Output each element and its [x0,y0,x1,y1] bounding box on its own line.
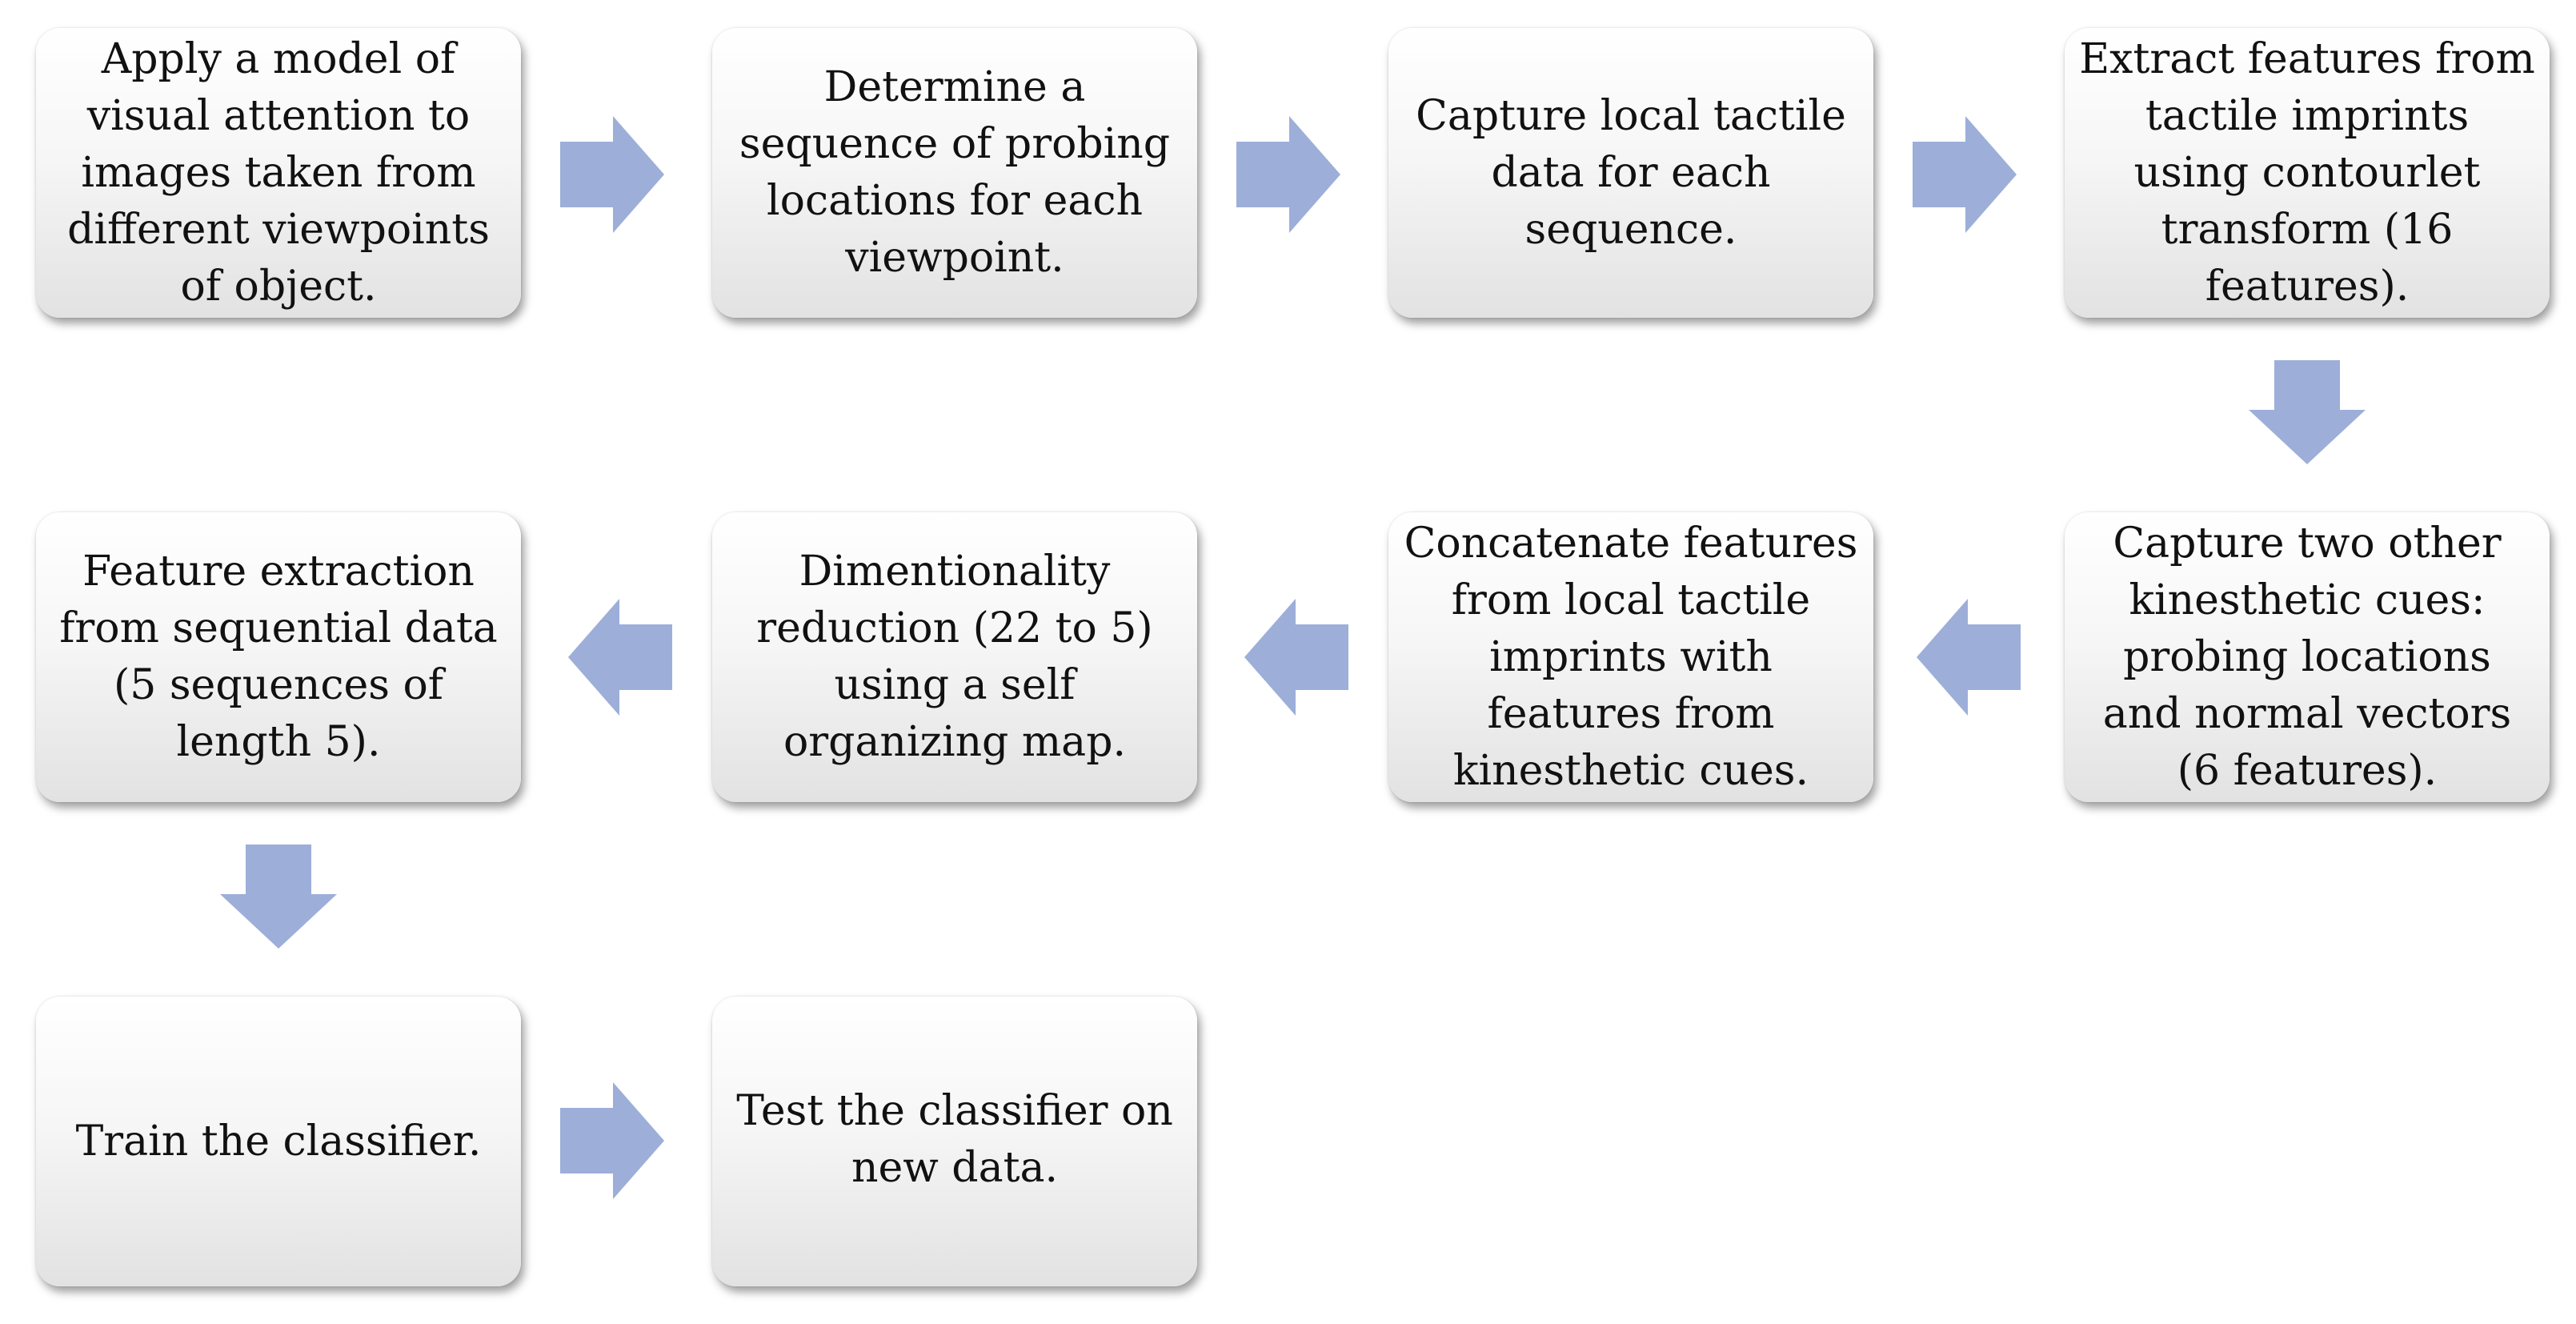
step-box-1: Apply a model of visual attention to ima… [36,28,521,318]
step-box-2: Determine a sequence of probing location… [712,28,1197,318]
step-box-5: Capture two other kinesthetic cues: prob… [2065,512,2550,802]
arrow-down-icon [220,845,337,949]
step-text-5: Capture two other kinesthetic cues: prob… [2102,519,2512,795]
arrow-left-icon [1244,599,1348,716]
step-text-6: Concatenate features from local tactile … [1404,519,1858,795]
step-text-3: Capture local tactile data for each sequ… [1416,91,1846,254]
step-text-2: Determine a sequence of probing location… [739,63,1171,282]
step-box-7: Dimentionality reduction (22 to 5) using… [712,512,1197,802]
step-text-7: Dimentionality reduction (22 to 5) using… [756,548,1153,766]
step-box-8: Feature extraction from sequential data … [36,512,521,802]
arrow-right-icon [1236,116,1340,233]
arrow-left-icon [1917,599,2021,716]
step-box-3: Capture local tactile data for each sequ… [1388,28,1873,318]
arrow-down-icon [2249,360,2366,464]
step-text-10: Test the classifier on new data. [736,1087,1173,1192]
step-text-1: Apply a model of visual attention to ima… [67,34,490,311]
arrow-right-icon [1913,116,2017,233]
step-box-9: Train the classifier. [36,997,521,1286]
step-text-9: Train the classifier. [75,1117,482,1166]
step-box-10: Test the classifier on new data. [712,997,1197,1286]
arrow-left-icon [568,599,672,716]
step-text-8: Feature extraction from sequential data … [59,548,498,766]
arrow-right-icon [560,1082,664,1199]
step-text-4: Extract features from tactile imprints u… [2079,34,2535,311]
step-box-6: Concatenate features from local tactile … [1388,512,1873,802]
step-box-4: Extract features from tactile imprints u… [2065,28,2550,318]
arrow-right-icon [560,116,664,233]
